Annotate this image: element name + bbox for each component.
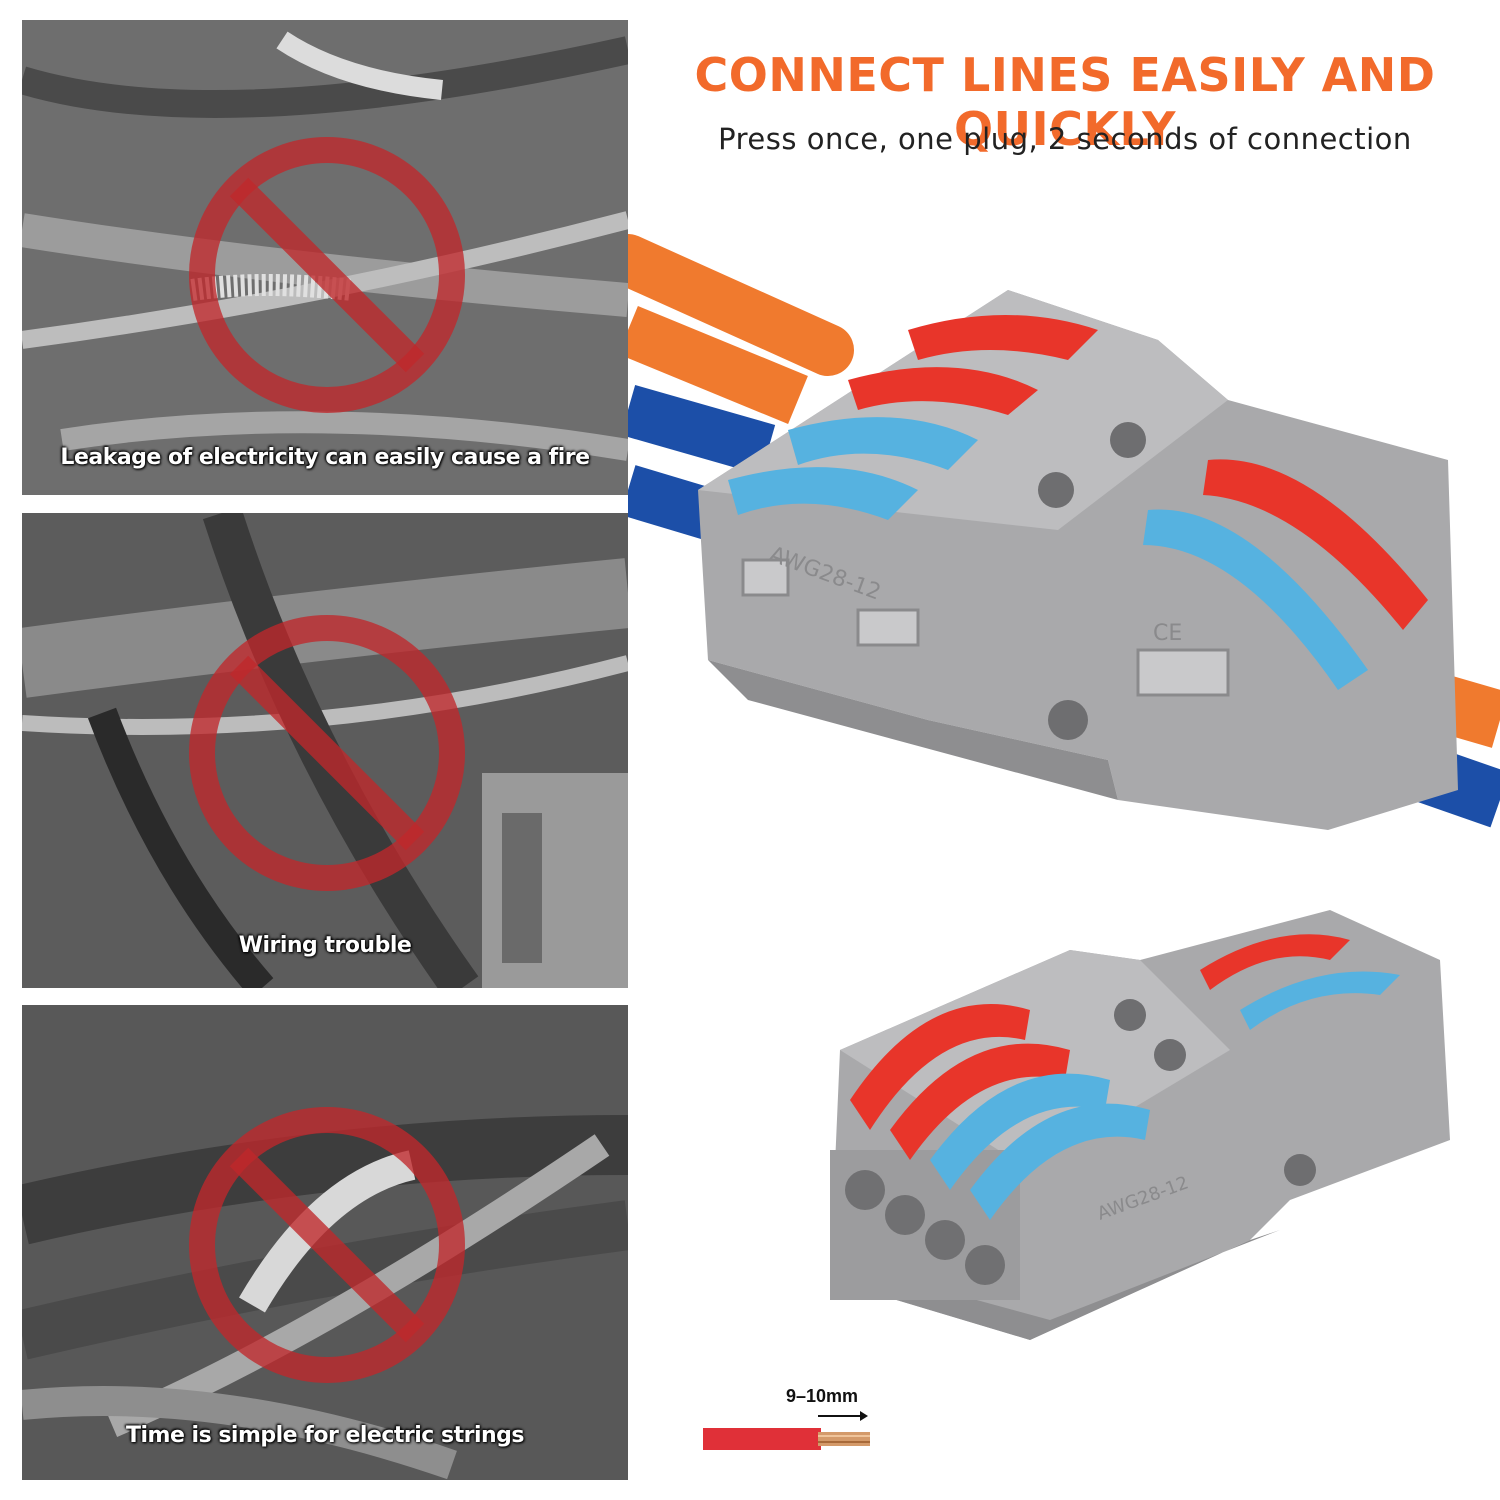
arrow-right-icon (860, 1411, 868, 1421)
photo-panel-wiring: Wiring trouble (22, 513, 628, 988)
connector-with-wires: AWG28-12 CE (628, 234, 1500, 830)
photo-panel-leakage: Leakage of electricity can easily cause … (22, 20, 628, 495)
panel-caption: Time is simple for electric strings (125, 1423, 525, 1448)
wire-photo-strings (22, 1005, 628, 1480)
strip-length-label: 9–10mm (786, 1386, 859, 1406)
prohibited-icon (189, 137, 465, 413)
stripped-wire (703, 1411, 870, 1450)
connector-standalone: AWG28-12 (830, 910, 1450, 1340)
panel-caption: Wiring trouble (238, 933, 412, 958)
photo-panel-strings: Time is simple for electric strings (22, 1005, 628, 1480)
wire-photo-leakage (22, 20, 628, 495)
panel-caption: Leakage of electricity can easily cause … (60, 445, 590, 470)
ce-mark: CE (1153, 621, 1182, 646)
headline: CONNECT LINES EASILY AND QUICKLY (694, 48, 1436, 156)
subheadline: Press once, one plug, 2 seconds of conne… (718, 122, 1412, 156)
prohibited-icon (189, 1107, 465, 1383)
prohibited-icon (189, 615, 465, 891)
